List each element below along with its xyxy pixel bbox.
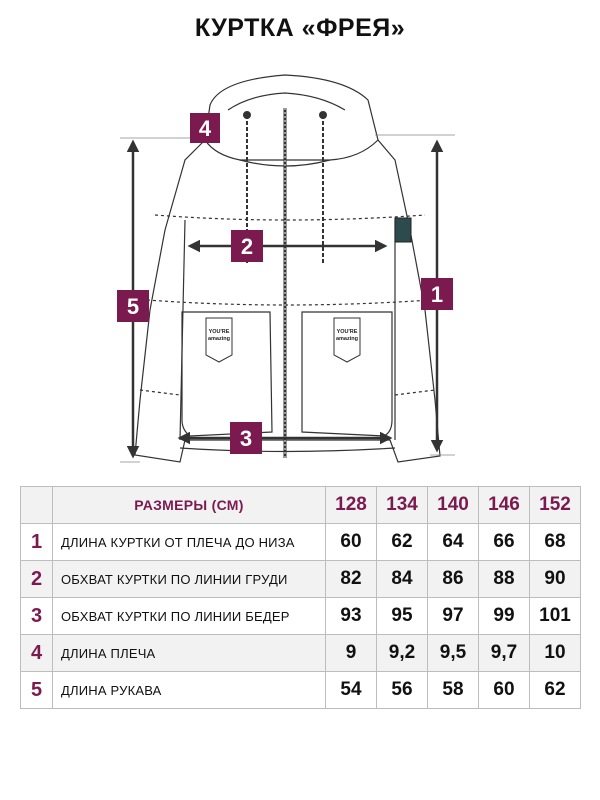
row-value: 62 <box>529 671 581 709</box>
row-value: 86 <box>427 560 479 598</box>
row-number: 3 <box>20 597 53 635</box>
row-label: ДЛИНА ПЛЕЧА <box>52 634 326 672</box>
row-value: 97 <box>427 597 479 635</box>
row-value: 101 <box>529 597 581 635</box>
marker-5: 5 <box>117 290 149 322</box>
size-header: 128 <box>325 486 377 524</box>
pocket-tag-right: YOU'RE amazing <box>333 317 361 363</box>
row-value: 9 <box>325 634 377 672</box>
row-value: 90 <box>529 560 581 598</box>
header-corner-cell <box>20 486 53 524</box>
size-header: 134 <box>376 486 428 524</box>
hood-drawstrings <box>243 111 327 265</box>
table-header-row: РАЗМЕРЫ (СМ) 128 134 140 146 152 <box>20 486 581 524</box>
row-value: 84 <box>376 560 428 598</box>
svg-text:amazing: amazing <box>208 336 230 342</box>
row-value: 60 <box>478 671 530 709</box>
reference-lines <box>120 134 455 463</box>
table-row: 5 ДЛИНА РУКАВА 54 56 58 60 62 <box>20 671 581 709</box>
row-value: 62 <box>376 523 428 561</box>
marker-2: 2 <box>231 230 263 262</box>
size-header: 140 <box>427 486 479 524</box>
row-value: 88 <box>478 560 530 598</box>
row-number: 2 <box>20 560 53 598</box>
svg-text:YOU'RE: YOU'RE <box>337 329 358 335</box>
row-value: 9,5 <box>427 634 479 672</box>
size-header: 146 <box>478 486 530 524</box>
row-number: 1 <box>20 523 53 561</box>
row-label: ДЛИНА РУКАВА <box>52 671 326 709</box>
marker-1: 1 <box>421 278 453 310</box>
svg-text:3: 3 <box>240 426 252 451</box>
svg-text:5: 5 <box>127 294 139 319</box>
marker-3: 3 <box>230 422 262 454</box>
svg-text:amazing: amazing <box>336 336 358 342</box>
pocket-tag-left: YOU'RE amazing <box>205 317 233 363</box>
table-row: 1 ДЛИНА КУРТКИ ОТ ПЛЕЧА ДО НИЗА 60 62 64… <box>20 523 581 561</box>
table-row: 3 ОБХВАТ КУРТКИ ПО ЛИНИИ БЕДЕР 93 95 97 … <box>20 597 581 635</box>
jacket-outline <box>134 74 441 463</box>
row-value: 95 <box>376 597 428 635</box>
svg-text:4: 4 <box>199 116 212 141</box>
row-value: 54 <box>325 671 377 709</box>
svg-text:YOU'RE: YOU'RE <box>209 329 230 335</box>
row-label: ОБХВАТ КУРТКИ ПО ЛИНИИ БЕДЕР <box>52 597 326 635</box>
row-number: 4 <box>20 634 53 672</box>
jacket-measurement-diagram: YOU'RE amazing YOU'RE amazing 1 2 3 4 <box>117 74 455 463</box>
row-value: 66 <box>478 523 530 561</box>
size-header: 152 <box>529 486 581 524</box>
size-table: РАЗМЕРЫ (СМ) 128 134 140 146 152 1 ДЛИНА… <box>20 486 581 709</box>
row-value: 99 <box>478 597 530 635</box>
row-value: 93 <box>325 597 377 635</box>
sizes-header-label: РАЗМЕРЫ (СМ) <box>52 486 326 524</box>
row-value: 9,7 <box>478 634 530 672</box>
row-value: 60 <box>325 523 377 561</box>
table-row: 2 ОБХВАТ КУРТКИ ПО ЛИНИИ ГРУДИ 82 84 86 … <box>20 560 581 598</box>
table-row: 4 ДЛИНА ПЛЕЧА 9 9,2 9,5 9,7 10 <box>20 634 581 672</box>
row-value: 68 <box>529 523 581 561</box>
row-value: 82 <box>325 560 377 598</box>
sleeve-patch <box>394 217 412 243</box>
row-label: ДЛИНА КУРТКИ ОТ ПЛЕЧА ДО НИЗА <box>52 523 326 561</box>
row-value: 9,2 <box>376 634 428 672</box>
svg-text:2: 2 <box>241 234 253 259</box>
row-value: 10 <box>529 634 581 672</box>
page-title: КУРТКА «ФРЕЯ» <box>194 14 406 42</box>
svg-text:1: 1 <box>431 282 443 307</box>
marker-4: 4 <box>190 113 220 143</box>
row-number: 5 <box>20 671 53 709</box>
row-value: 58 <box>427 671 479 709</box>
row-label: ОБХВАТ КУРТКИ ПО ЛИНИИ ГРУДИ <box>52 560 326 598</box>
row-value: 56 <box>376 671 428 709</box>
row-value: 64 <box>427 523 479 561</box>
